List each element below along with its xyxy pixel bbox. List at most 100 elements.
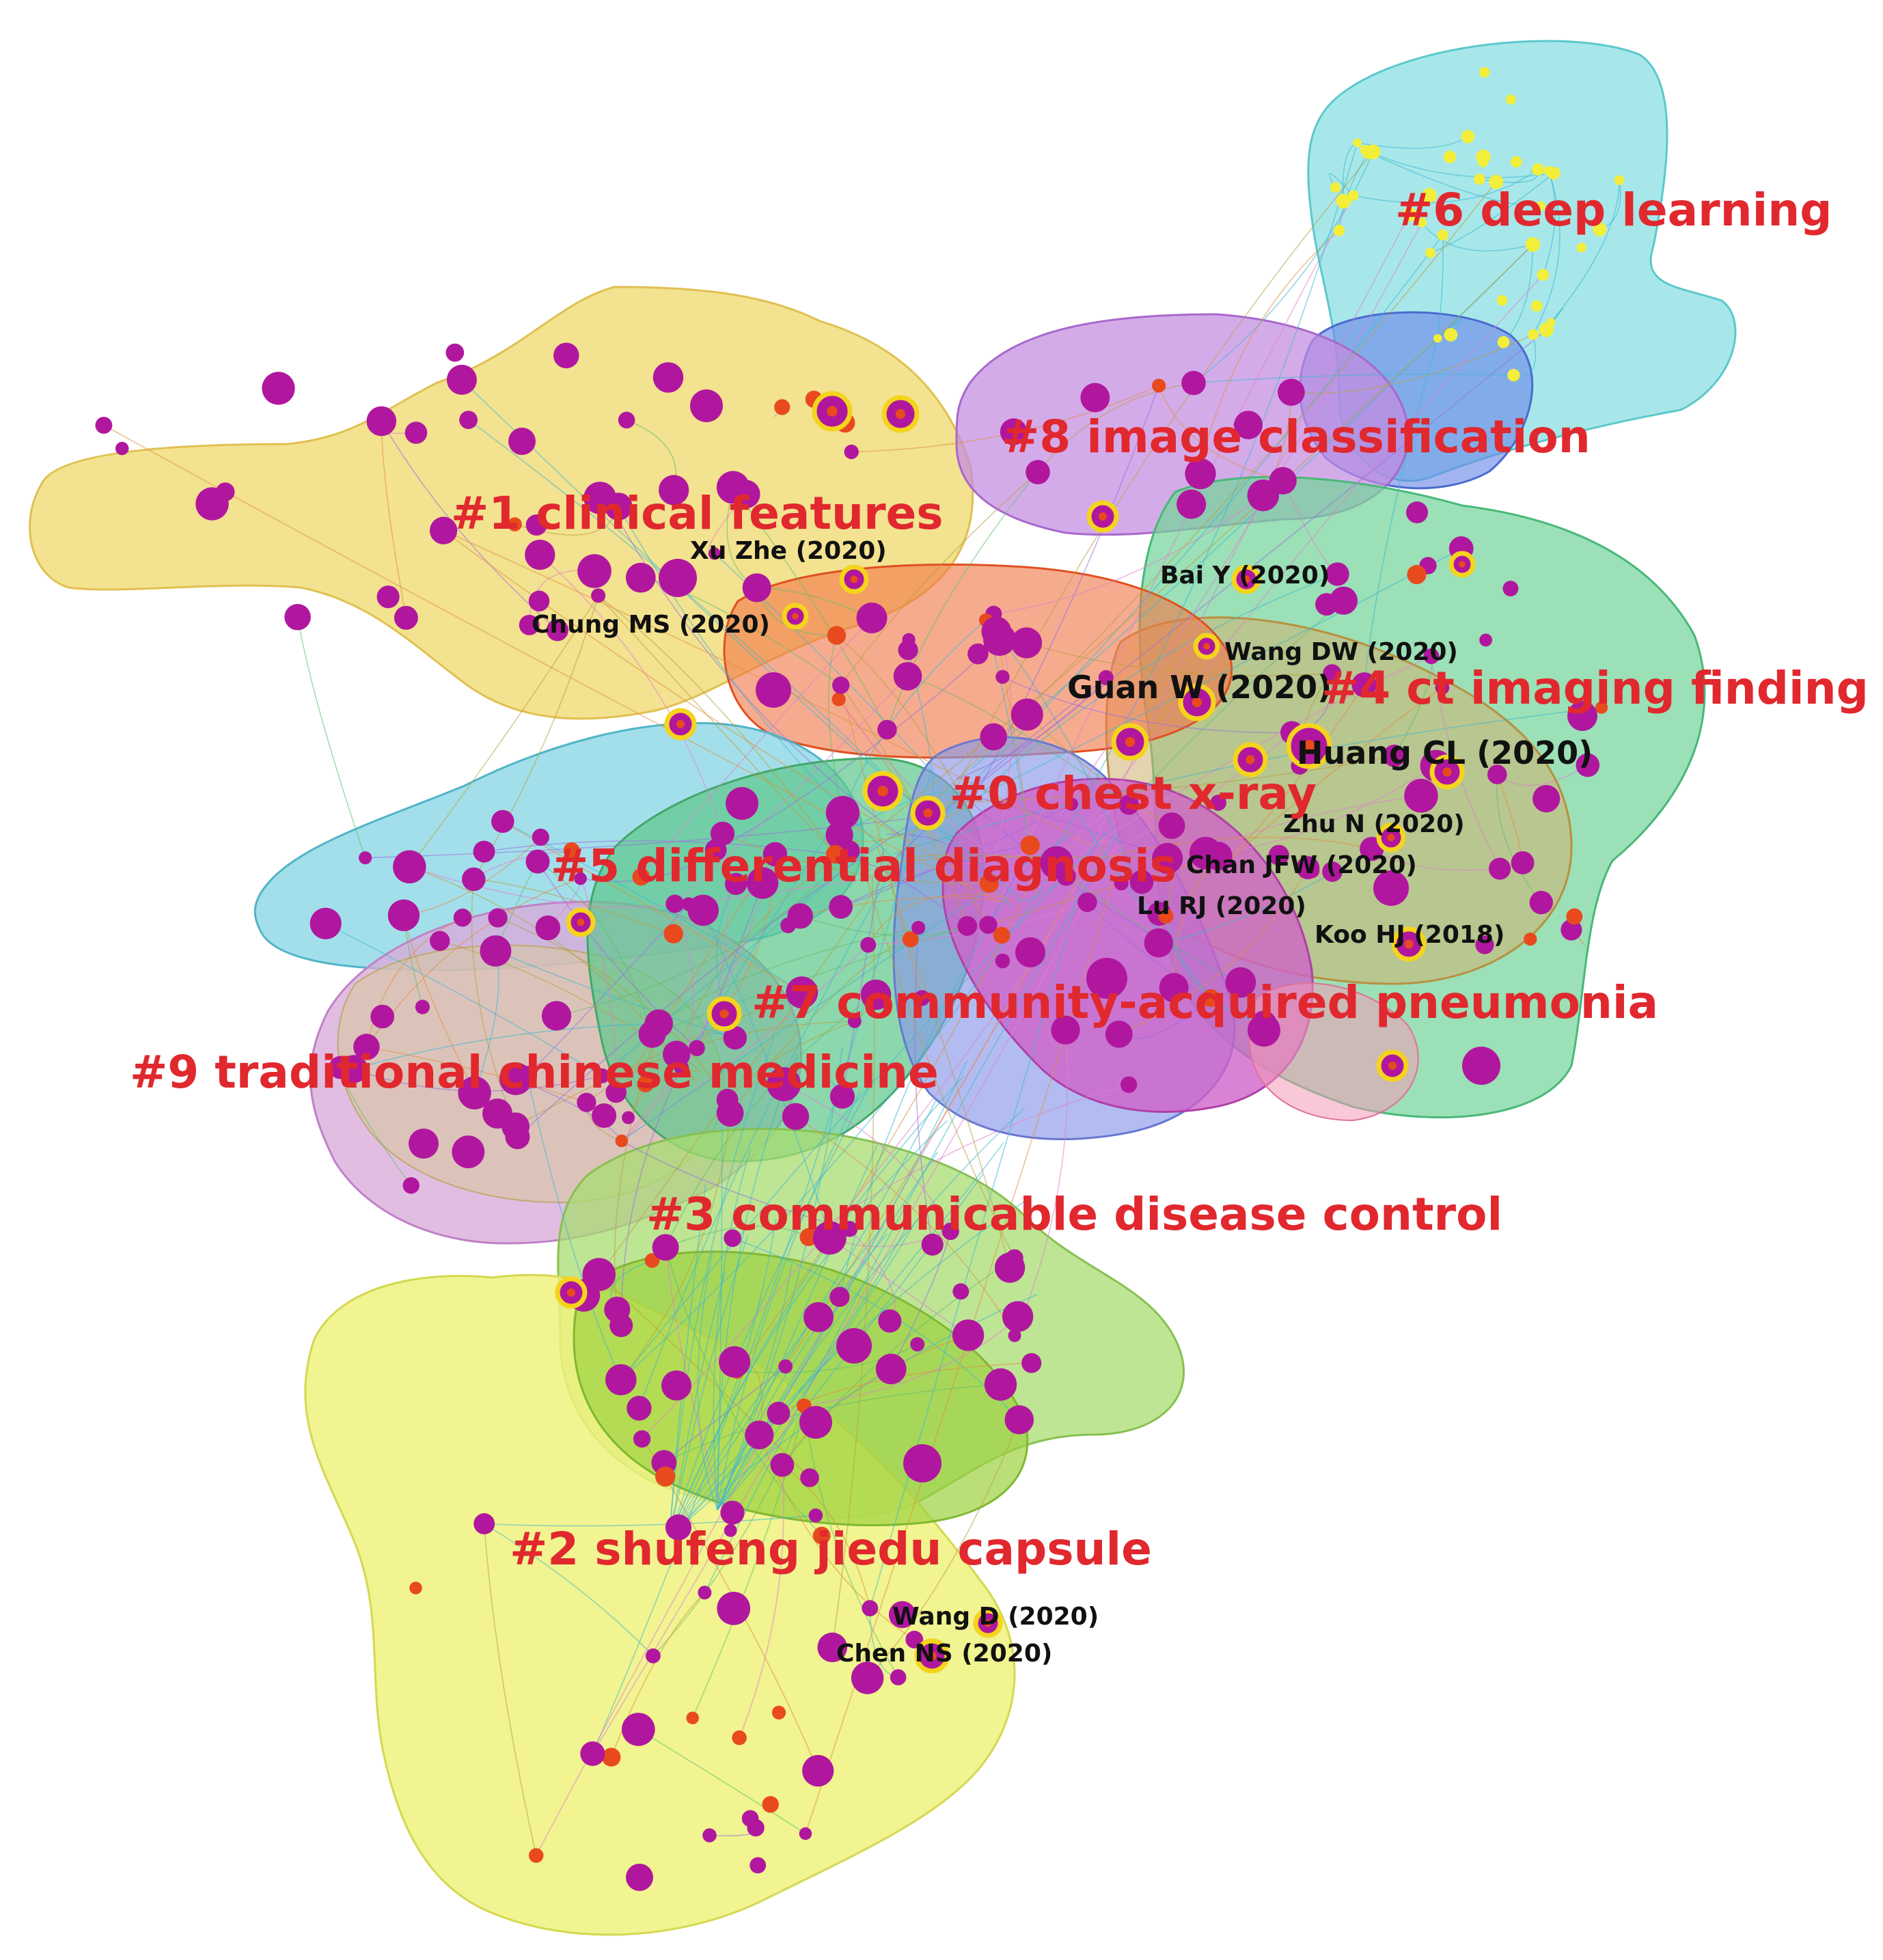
reference-node [453,908,472,927]
burst-node [799,1228,818,1246]
reference-node [1144,928,1174,958]
reference-node [605,1081,627,1103]
citation-edge [640,617,872,878]
reference-node [652,1234,679,1261]
reference-node [844,444,859,460]
citation-edge [726,1021,855,1101]
reference-node [1404,779,1438,813]
ref-label-huang-cl: Huang CL (2020) [1297,734,1593,771]
reference-node [1129,870,1154,894]
reference-node [860,937,877,953]
reference-node [1152,842,1183,874]
citation-edge [941,151,1374,817]
reference-node [1539,322,1554,337]
burst-node [827,626,847,645]
citation-edge [1368,152,1541,207]
reference-node [913,990,931,1006]
reference-node [878,1309,902,1333]
citation-edge [840,471,1039,686]
reference-node [95,417,113,434]
citation-edge [620,1067,683,1326]
reference-node [1051,1015,1080,1045]
reference-node [633,1430,651,1448]
reference-node [829,895,853,919]
reference-node [862,1600,879,1617]
burst-node [1407,565,1427,585]
citation-edge [1118,867,1308,1035]
reference-node [750,1857,767,1874]
reference-node [1417,217,1427,227]
reference-node [626,1864,653,1891]
citation-edge [621,831,1074,1142]
reference-node [1225,967,1256,998]
reference-node [1118,795,1140,815]
reference-node [1000,418,1028,445]
reference-node [1080,383,1110,413]
reference-node [393,850,426,884]
cited-reference-core [1404,939,1414,949]
reference-node [841,1221,858,1237]
ref-label-lu-rj: Lu RJ (2020) [1137,892,1306,920]
reference-node [652,362,684,393]
reference-node [1528,329,1539,340]
cited-reference-core [1203,643,1210,650]
citation-edge [722,833,989,885]
reference-node [1437,229,1448,241]
citation-edge [473,879,674,935]
reference-node [1330,182,1341,193]
reference-node [488,908,508,928]
citation-edge [665,994,877,1248]
citation-edge [907,676,1129,805]
citation-edge [717,1107,1025,1510]
citation-edge [638,852,903,1409]
citation-edge [365,812,948,859]
reference-node [911,920,926,935]
reference-node [1505,94,1516,105]
reference-node [525,539,555,570]
citation-edge [620,1113,731,1381]
citation-edge [1338,152,1369,231]
reference-node [353,1034,380,1060]
citation-edge [799,915,968,937]
citation-edge [1002,676,1292,734]
reference-node [577,554,611,588]
citation-edge [366,1046,587,1103]
citation-edge [1014,1030,1069,1336]
citation-edge [620,831,1108,1381]
citation-edge [840,685,923,999]
burst-node [686,1711,699,1724]
reference-node [592,1103,617,1129]
reference-node [1529,890,1553,915]
reference-node [446,364,477,395]
reference-node [621,1713,655,1746]
reference-node [1247,479,1280,512]
reference-node [366,406,397,437]
reference-node [661,1370,691,1400]
citation-edge [409,595,599,868]
reference-node [995,670,1010,684]
reference-node [742,573,771,603]
reference-node [1373,870,1409,906]
citation-edge [1105,836,1372,858]
citation-edge [674,676,909,905]
citation-edge [842,620,987,813]
reference-node [1576,753,1600,777]
cited-reference-core [577,918,585,926]
burst-node [655,1466,676,1487]
reference-node [645,1648,661,1664]
reference-node [903,1444,942,1482]
burst-node [1202,989,1220,1008]
reference-node [812,1221,847,1255]
reference-node [1488,857,1511,880]
reference-node [831,676,850,694]
citation-edge [1205,765,1437,854]
reference-node [799,1827,812,1840]
citation-edge [697,1250,718,1510]
cited-reference-core [719,1009,729,1019]
cited-reference-core [877,786,888,797]
ref-label-koo-hj: Koo HJ (2018) [1315,921,1504,949]
reference-node [1477,156,1489,167]
burst-node [732,1730,747,1745]
reference-node [1510,156,1522,168]
cluster-label-c3: #3 communicable disease control [646,1188,1502,1241]
